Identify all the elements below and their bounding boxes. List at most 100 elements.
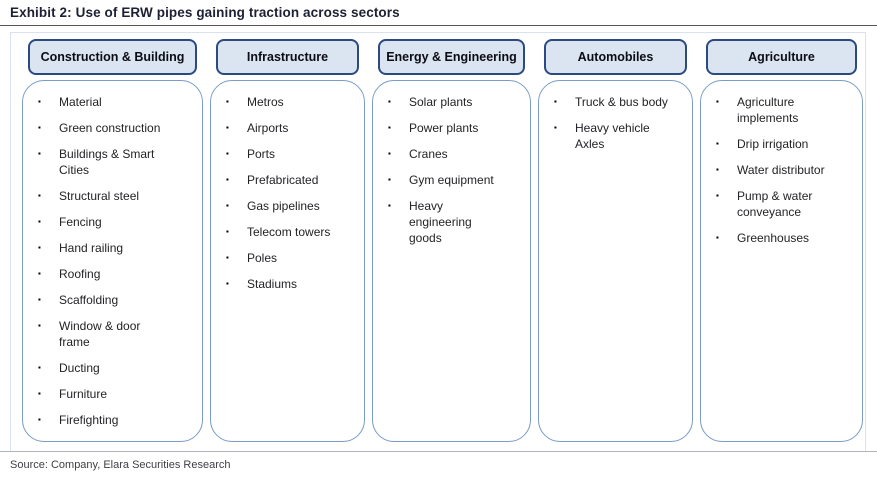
list-item-label: Firefighting [59, 413, 119, 427]
list-item-label: Ports [247, 147, 276, 161]
square-bullet-icon: ▪ [716, 139, 719, 148]
list-item-label: Scaffolding [59, 293, 119, 307]
list-item-label: Solar plants [409, 95, 473, 109]
list-item: ▪ Roofing [38, 266, 198, 282]
sector-column-3: Automobiles ▪ Truck & bus body ▪Heavy vehic… [538, 39, 693, 442]
square-bullet-icon: ▪ [226, 279, 229, 288]
square-bullet-icon: ▪ [716, 165, 719, 174]
square-bullet-icon: ▪ [38, 363, 41, 372]
square-bullet-icon: ▪ [388, 123, 391, 132]
square-bullet-icon: ▪ [38, 217, 41, 226]
square-bullet-icon: ▪ [716, 97, 719, 106]
list-item-label: Pump & water conveyance [737, 189, 813, 219]
square-bullet-icon: ▪ [38, 123, 41, 132]
sector-header: Energy & Engineering [378, 39, 525, 75]
list-item-label: Metros [247, 95, 284, 109]
list-item: ▪Firefighting [38, 412, 198, 428]
list-item-label: Window & door frame [59, 319, 141, 349]
square-bullet-icon: ▪ [388, 97, 391, 106]
exhibit-frame: Construction & Building▪Material▪Green c… [10, 32, 866, 452]
list-item: ▪ Cranes [388, 146, 526, 162]
square-bullet-icon: ▪ [226, 201, 229, 210]
sector-header: Agriculture [706, 39, 857, 75]
sector-header: Automobiles [544, 39, 687, 75]
square-bullet-icon: ▪ [226, 123, 229, 132]
list-item-label: Greenhouses [737, 231, 810, 245]
list-item-label: Telecom towers [247, 225, 331, 239]
list-item: ▪ Ports [226, 146, 360, 162]
square-bullet-icon: ▪ [226, 253, 229, 262]
list-item-label: Truck & bus body [575, 95, 668, 109]
square-bullet-icon: ▪ [388, 149, 391, 158]
list-item-label: Poles [247, 251, 278, 265]
list-item: ▪Green construction [38, 120, 198, 136]
list-item-label: Drip irrigation [737, 137, 809, 151]
sector-header-label: Infrastructure [246, 50, 329, 64]
sector-list: ▪ Solar plants ▪ Power plants ▪ Cranes ▪ Gym eq… [372, 80, 531, 442]
square-bullet-icon: ▪ [226, 97, 229, 106]
list-item: ▪ Gym equipment [388, 172, 526, 188]
bottom-divider [0, 451, 877, 452]
list-item-label: Heavy vehicle Axles [575, 121, 650, 151]
square-bullet-icon: ▪ [388, 201, 391, 210]
square-bullet-icon: ▪ [226, 227, 229, 236]
sector-header: Infrastructure [216, 39, 359, 75]
list-item: ▪ Structural steel [38, 188, 198, 204]
list-item-label: Power plants [409, 121, 479, 135]
square-bullet-icon: ▪ [38, 191, 41, 200]
list-item: ▪ Telecom towers [226, 224, 360, 240]
list-item: ▪Hand railing [38, 240, 198, 256]
list-item-label: Water distributor [737, 163, 825, 177]
list-item-label: Gym equipment [409, 173, 494, 187]
list-item-label: Buildings & Smart Cities [59, 147, 155, 177]
list-item-label: Gas pipelines [247, 199, 320, 213]
list-item: ▪Fencing [38, 214, 198, 230]
sector-list: ▪Agriculture implements▪Drip irrigation▪… [700, 80, 863, 442]
exhibit-title: Exhibit 2: Use of ERW pipes gaining trac… [10, 5, 400, 20]
sector-column-0: Construction & Building▪Material▪Green c… [22, 39, 203, 442]
sector-header-label: Energy & Engineering [386, 50, 517, 64]
sector-header: Construction & Building [28, 39, 197, 75]
list-item: ▪ Scaffolding [38, 292, 198, 308]
list-item-label: Stadiums [247, 277, 298, 291]
square-bullet-icon: ▪ [38, 269, 41, 278]
square-bullet-icon: ▪ [38, 321, 41, 330]
title-divider [0, 25, 877, 26]
list-item-label: Agriculture implements [737, 95, 799, 125]
square-bullet-icon: ▪ [38, 243, 41, 252]
sector-columns: Construction & Building▪Material▪Green c… [22, 39, 865, 442]
list-item: ▪ Window & door frame [38, 318, 198, 350]
sector-list: ▪ Truck & bus body ▪Heavy vehicle Axles [538, 80, 693, 442]
list-item-label: Structural steel [59, 189, 140, 203]
list-item: ▪ Buildings & Smart Cities [38, 146, 198, 178]
list-item: ▪Heavy engineering goods [388, 198, 526, 246]
list-item: ▪Heavy vehicle Axles [554, 120, 688, 152]
square-bullet-icon: ▪ [226, 149, 229, 158]
square-bullet-icon: ▪ [38, 149, 41, 158]
sector-list: ▪Material▪Green construction▪Buildings &… [22, 80, 203, 442]
square-bullet-icon: ▪ [38, 389, 41, 398]
list-item: ▪ Pump & water conveyance [716, 188, 858, 220]
list-item-label: Roofing [59, 267, 101, 281]
list-item: ▪ Power plants [388, 120, 526, 136]
list-item-label: Cranes [409, 147, 448, 161]
square-bullet-icon: ▪ [554, 97, 557, 106]
square-bullet-icon: ▪ [716, 191, 719, 200]
list-item-label: Airports [247, 121, 289, 135]
sector-header-label: Agriculture [748, 50, 815, 64]
list-item-label: Material [59, 95, 102, 109]
list-item: ▪ Stadiums [226, 276, 360, 292]
square-bullet-icon: ▪ [388, 175, 391, 184]
list-item: ▪ Poles [226, 250, 360, 266]
list-item: ▪Greenhouses [716, 230, 858, 246]
square-bullet-icon: ▪ [226, 175, 229, 184]
list-item: ▪ Agriculture implements [716, 94, 858, 126]
list-item: ▪ Drip irrigation [716, 136, 858, 152]
list-item: ▪Material [38, 94, 198, 110]
list-item: ▪Furniture [38, 386, 198, 402]
sector-header-label: Automobiles [577, 50, 654, 64]
sector-column-4: Agriculture ▪ Agriculture implements ▪ Drip … [700, 39, 863, 442]
square-bullet-icon: ▪ [38, 295, 41, 304]
source-note: Source: Company, Elara Securities Resear… [10, 459, 231, 471]
list-item: ▪ Airports [226, 120, 360, 136]
